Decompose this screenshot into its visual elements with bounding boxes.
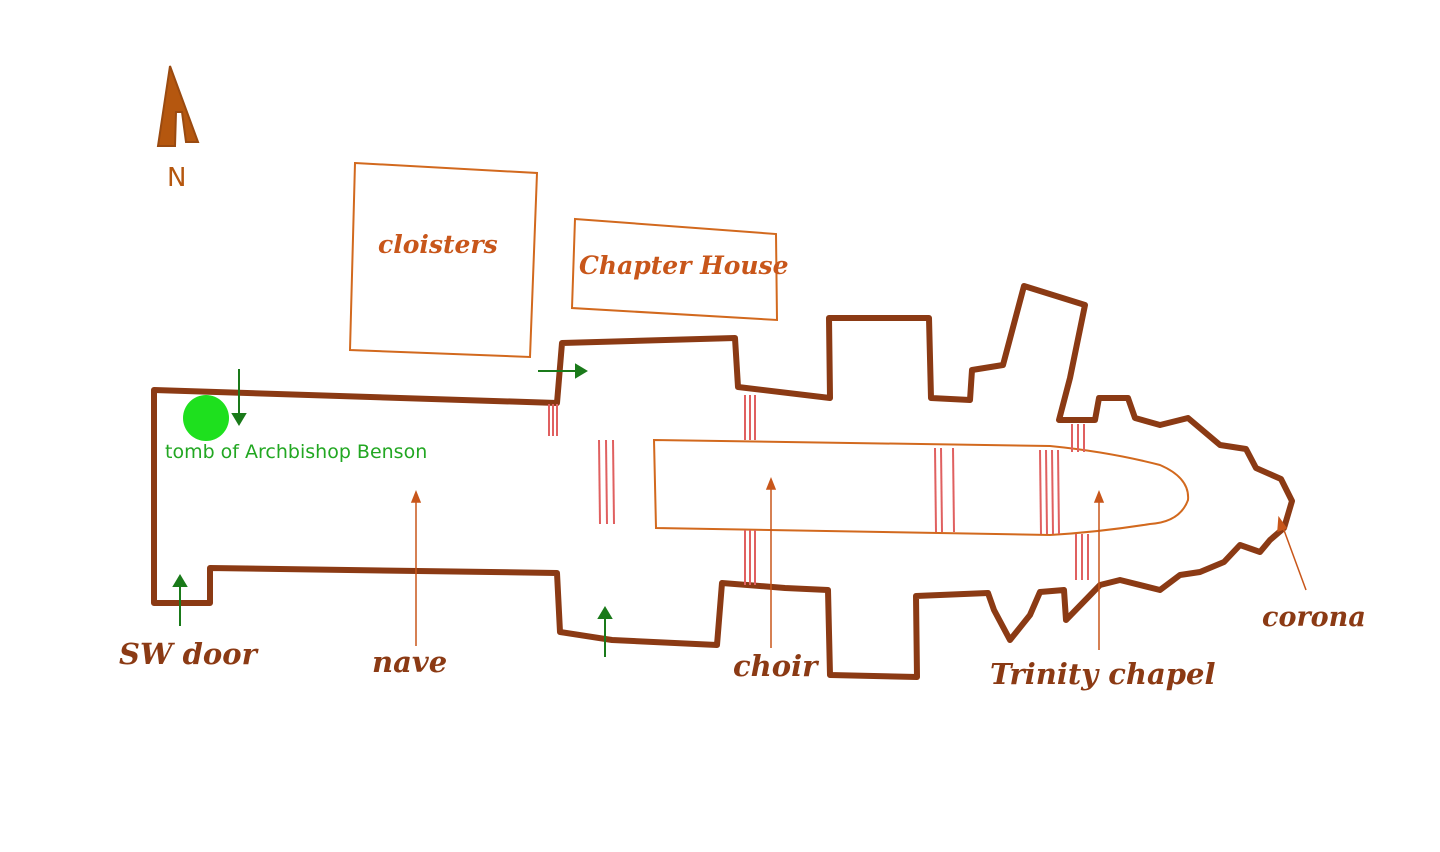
sw-door-arrow-icon [172,574,188,626]
compass: N [156,65,200,193]
nave-pointer-arrow-icon [410,489,422,646]
tomb-label: tomb of Archbishop Benson [165,441,427,463]
cloisters-label: cloisters [378,230,498,259]
door-arrows [172,363,613,657]
north-door-arrow-icon [538,363,588,379]
tomb-marker[interactable] [183,395,229,441]
trinity-chapel-label: Trinity chapel [990,657,1216,691]
north-arrow-icon [156,65,200,147]
trinity-pointer-arrow-icon [1093,489,1105,650]
choir-outline [652,438,1190,537]
tomb-entry-arrow-icon [231,369,247,426]
screen-lines [548,395,1089,585]
cloisters-area: cloisters [348,161,539,359]
nave-label: nave [372,645,447,679]
label-pointer-arrows [410,476,1307,650]
corona-pointer-arrow-icon [1277,515,1307,591]
chapter-house-label: Chapter House [579,251,789,280]
corona-label: corona [1262,602,1366,633]
sw-door-label: SW door [119,637,260,671]
chapter-house-area: Chapter House [570,217,789,322]
compass-label: N [167,163,186,193]
cathedral-outer-wall [151,283,1295,680]
south-door-arrow-icon [597,606,613,657]
choir-label: choir [733,649,820,683]
choir-pointer-arrow-icon [765,476,777,648]
